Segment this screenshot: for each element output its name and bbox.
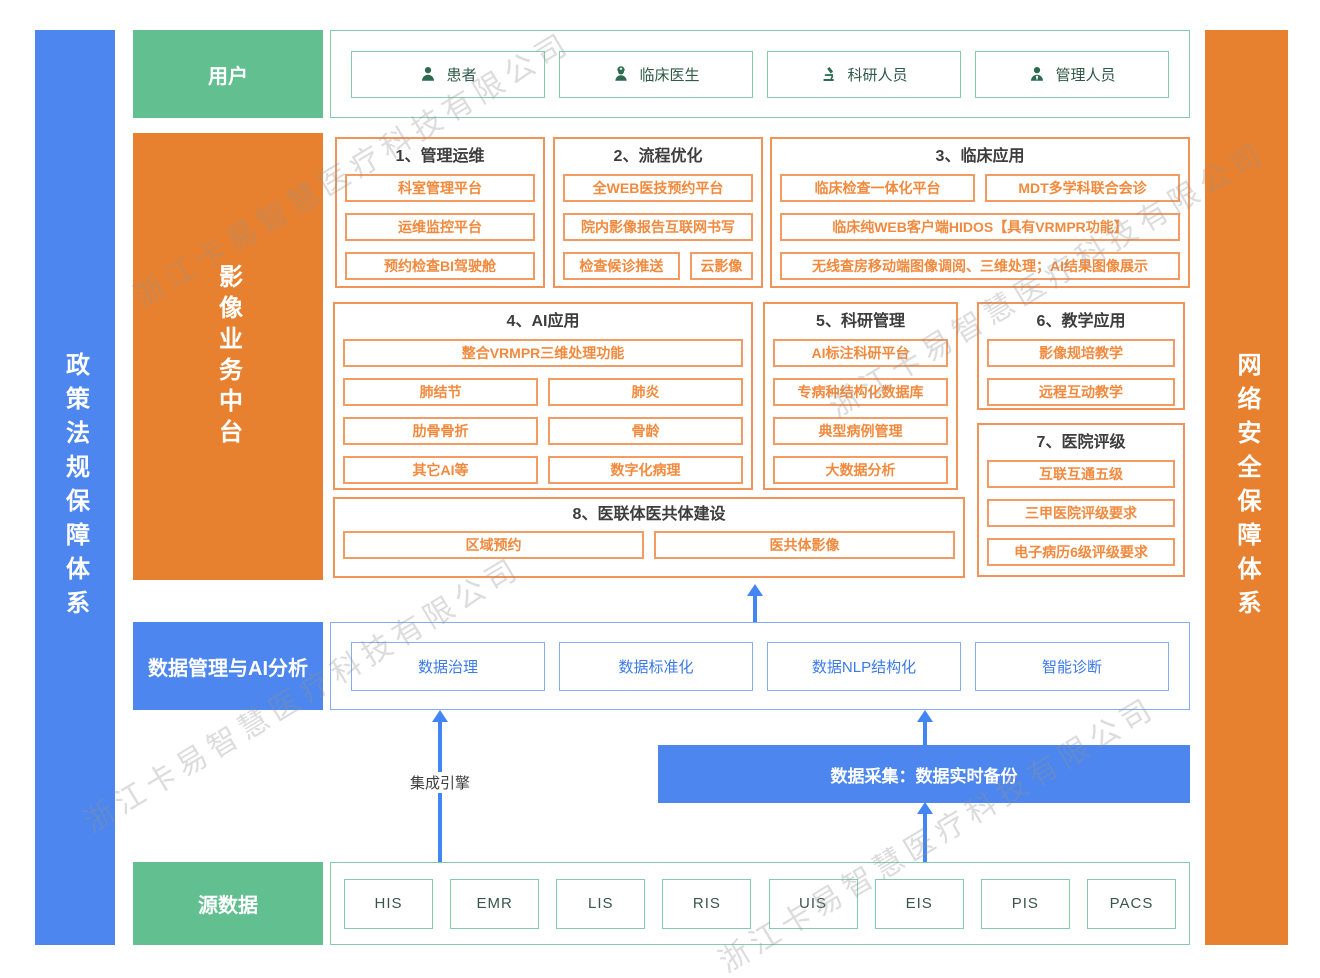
integration-engine-label: 集成引擎 — [406, 772, 475, 793]
users-row-label: 用户 — [133, 30, 323, 118]
section-clinical-application: 3、临床应用 临床检查一体化平台 MDT多学科联合会诊 临床纯WEB客户端HID… — [770, 137, 1190, 288]
section-item: 肺结节 — [343, 378, 538, 406]
imaging-platform-label-text: 影像业务中台 — [214, 263, 242, 450]
section-item: 无线查房移动端图像调阅、三维处理；AI结果图像展示 — [780, 252, 1180, 280]
section-item: 电子病历6级评级要求 — [987, 538, 1175, 566]
user-box-manager: 管理人员 — [975, 50, 1169, 98]
network-security-label: 网络安全保障体系 — [1233, 351, 1260, 624]
users-row-label-text: 用户 — [208, 65, 248, 88]
section-item: 影像规培教学 — [987, 339, 1175, 367]
section-item: 云影像 — [689, 252, 753, 280]
section-title: 3、临床应用 — [935, 148, 1025, 165]
source-box-uis: UIS — [768, 878, 858, 929]
arrow-head-icon — [747, 584, 763, 596]
section-item: 临床检查一体化平台 — [780, 174, 975, 202]
section-item: 检查候诊推送 — [563, 252, 680, 280]
data-mgmt-row: 数据治理 数据标准化 数据NLP结构化 智能诊断 — [330, 622, 1190, 710]
user-box-label: 临床医生 — [639, 66, 700, 84]
manager-icon — [1031, 66, 1044, 81]
data-mgmt-row-label: 数据管理与AI分析 — [133, 622, 323, 710]
smart-diagnosis-box: 智能诊断 — [975, 641, 1169, 691]
source-box-emr: EMR — [450, 878, 540, 929]
user-box-clinician: 临床医生 — [559, 50, 753, 98]
section-item: 骨龄 — [548, 417, 743, 445]
user-box-label: 科研人员 — [847, 66, 908, 84]
section-title: 6、教学应用 — [1036, 313, 1126, 330]
network-security-pillar: 网络安全保障体系 — [1205, 30, 1288, 945]
users-row: 患者 临床医生 科研人员 — [330, 30, 1190, 118]
section-item: AI标注科研平台 — [773, 339, 948, 367]
section-item: 三甲医院评级要求 — [987, 499, 1175, 527]
arrow-source-to-collection — [923, 813, 927, 862]
section-item: MDT多学科联合会诊 — [985, 174, 1180, 202]
data-collection-box: 数据采集：数据实时备份 — [658, 745, 1190, 803]
section-ai-application: 4、AI应用 整合VRMPR三维处理功能 肺结节 肺炎 肋骨骨折 骨龄 其它AI… — [333, 302, 753, 490]
source-row-label-text: 源数据 — [198, 895, 258, 917]
section-item: 医共体影像 — [654, 531, 955, 559]
section-title: 4、AI应用 — [506, 313, 580, 330]
section-item: 肺炎 — [548, 378, 743, 406]
source-box-eis: EIS — [874, 878, 964, 929]
arrow-head-icon — [917, 802, 933, 814]
microscope-icon — [823, 66, 835, 82]
section-title: 2、流程优化 — [613, 148, 703, 165]
section-item: 肋骨骨折 — [343, 417, 538, 445]
patient-icon — [422, 66, 435, 81]
source-box-ris: RIS — [662, 878, 752, 929]
user-box-label: 管理人员 — [1055, 66, 1116, 84]
arrow-head-icon — [917, 710, 933, 722]
section-item: 科室管理平台 — [345, 174, 535, 202]
source-row-label: 源数据 — [133, 862, 323, 945]
section-item: 预约检查BI驾驶舱 — [345, 252, 535, 280]
policy-regulation-label: 政策法规保障体系 — [61, 351, 89, 624]
section-item: 大数据分析 — [773, 456, 948, 484]
section-item: 数字化病理 — [548, 456, 743, 484]
user-box-label: 患者 — [446, 66, 477, 84]
data-standardization-box: 数据标准化 — [559, 641, 753, 691]
section-teaching-application: 6、教学应用 影像规培教学 远程互动教学 — [977, 302, 1185, 410]
section-item: 区域预约 — [343, 531, 644, 559]
imaging-platform-label: 影像业务中台 — [133, 133, 323, 580]
section-research-management: 5、科研管理 AI标注科研平台 专病种结构化数据库 典型病例管理 大数据分析 — [763, 302, 958, 490]
section-item: 典型病例管理 — [773, 417, 948, 445]
section-title: 5、科研管理 — [816, 313, 905, 330]
section-title: 7、医院评级 — [1036, 434, 1126, 451]
source-box-his: HIS — [344, 878, 433, 929]
user-box-researcher: 科研人员 — [767, 50, 961, 98]
section-item: 互联互通五级 — [987, 460, 1175, 488]
section-title: 8、医联体医共体建设 — [572, 506, 726, 523]
arrow-head-icon — [432, 710, 448, 722]
section-item: 院内影像报告互联网书写 — [563, 213, 753, 241]
section-item: 全WEB医技预约平台 — [563, 174, 753, 202]
source-box-lis: LIS — [556, 878, 646, 929]
data-nlp-box: 数据NLP结构化 — [767, 641, 961, 691]
section-item: 远程互动教学 — [987, 378, 1175, 406]
doctor-icon — [615, 66, 628, 81]
source-box-pis: PIS — [980, 878, 1070, 929]
user-box-patient: 患者 — [351, 50, 545, 98]
data-mgmt-label-text: 数据管理与AI分析 — [148, 657, 308, 680]
section-item: 专病种结构化数据库 — [773, 378, 948, 406]
section-item: 其它AI等 — [343, 456, 538, 484]
data-collection-label: 数据采集：数据实时备份 — [830, 766, 1018, 786]
source-row: HIS EMR LIS RIS UIS EIS PIS PACS — [330, 862, 1190, 945]
section-medical-alliance: 8、医联体医共体建设 区域预约 医共体影像 — [333, 497, 965, 578]
section-title: 1、管理运维 — [395, 148, 485, 165]
arrow-datamgmt-to-platform — [753, 595, 757, 622]
data-governance-box: 数据治理 — [351, 641, 545, 691]
section-process-optimization: 2、流程优化 全WEB医技预约平台 院内影像报告互联网书写 检查候诊推送 云影像 — [553, 137, 763, 288]
section-item: 整合VRMPR三维处理功能 — [343, 339, 743, 367]
section-hospital-rating: 7、医院评级 互联互通五级 三甲医院评级要求 电子病历6级评级要求 — [977, 423, 1185, 577]
section-item: 运维监控平台 — [345, 213, 535, 241]
arrow-collection-to-datamgmt — [923, 721, 927, 745]
source-box-pacs: PACS — [1086, 878, 1176, 929]
section-item: 临床纯WEB客户端HIDOS【具有VRMPR功能】 — [780, 213, 1180, 241]
policy-regulation-pillar: 政策法规保障体系 — [35, 30, 115, 945]
section-management-ops: 1、管理运维 科室管理平台 运维监控平台 预约检查BI驾驶舱 — [335, 137, 545, 288]
